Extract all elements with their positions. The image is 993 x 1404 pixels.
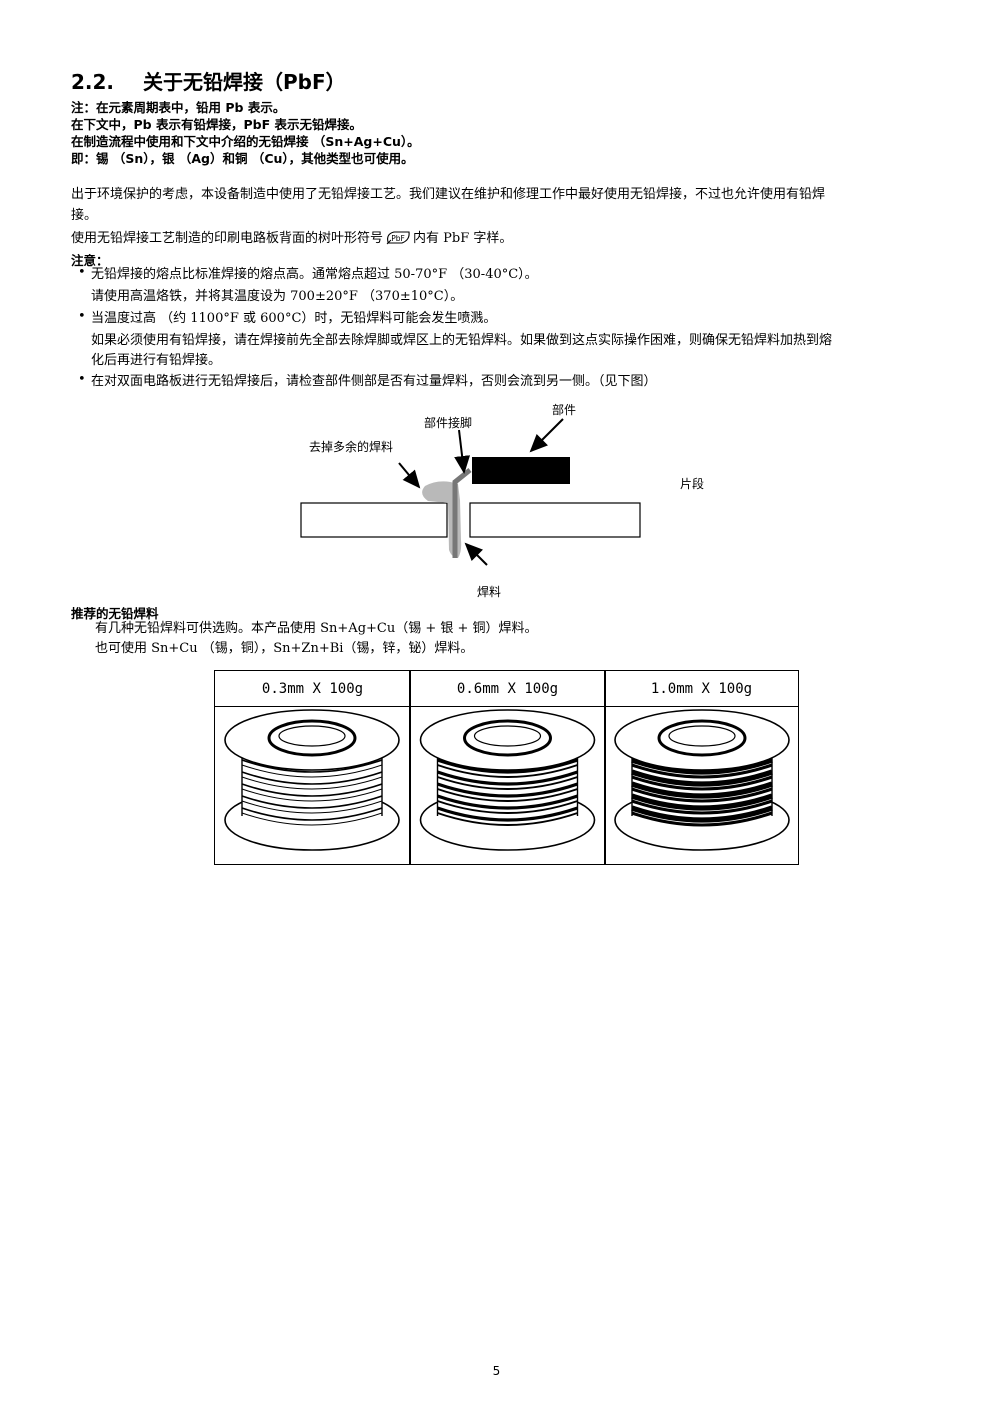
arrow-lead <box>454 429 471 474</box>
caution-item-3-line-1: 在对双面电路板进行无铅焊接后，请检查部件侧部是否有过量焊料，否则会流到另一侧。（… <box>91 374 657 389</box>
solder-wire-winding <box>436 770 579 786</box>
spool-cell <box>215 708 409 864</box>
spool-center-hole-inner <box>668 725 736 747</box>
caution-item-1-line-2: 请使用高温烙铁，并将其温度设为 700±20°F （370±10°C）。 <box>91 289 464 304</box>
solder-spool-table: 0.3mm X 100g 0.6mm X 100g 1.0mm X 100g <box>214 670 799 865</box>
arrow-component <box>529 418 564 453</box>
solder-wire-winding <box>241 783 383 797</box>
solder-wire-winding <box>437 800 578 814</box>
svg-text:PbF: PbF <box>391 234 405 243</box>
solder-wire-winding <box>241 812 383 826</box>
solder-wire-winding <box>241 788 383 802</box>
spool-cell <box>606 708 798 864</box>
section-title-text: 关于无铅焊接（PbF） <box>143 70 346 94</box>
caution-item-2-line-1: 当温度过高 （约 1100°F 或 600°C）时，无铅焊料可能会发生喷溅。 <box>91 311 497 326</box>
solder-spool-medium <box>419 709 596 851</box>
solder-wire-winding <box>631 787 773 803</box>
solder-wire-winding <box>631 811 773 827</box>
solder-wire-winding <box>436 758 579 774</box>
solder-wire-winding <box>241 807 383 821</box>
bullet-dot: • <box>78 372 86 387</box>
pcb-board-left <box>300 502 448 538</box>
label-segment: 片段 <box>680 477 705 491</box>
arrow-solder <box>464 542 488 566</box>
spool-center-hole-inner <box>473 725 542 747</box>
label-solder: 焊料 <box>477 585 502 599</box>
solder-wire-winding <box>631 769 773 787</box>
solder-wire-winding <box>241 771 383 785</box>
intro-line-1: 出于环境保护的考虑，本设备制造中使用了无铅焊接工艺。我们建议在维护和修理工作中最… <box>71 187 826 202</box>
caution-item-1-line-1: 无铅焊接的熔点比标准焊接的熔点高。通常熔点超过 50-70°F （30-40°C… <box>91 267 538 282</box>
note-line: 在下文中，Pb 表示有铅焊接，PbF 表示无铅焊接。 <box>71 117 362 132</box>
intro-line-2: 接。 <box>71 208 98 223</box>
note-line: 在制造流程中使用和下文中介绍的无铅焊接 （Sn+Ag+Cu）。 <box>71 134 420 149</box>
bullet-dot: • <box>78 309 86 324</box>
solder-wire-winding <box>437 788 578 802</box>
table-divider <box>604 671 606 864</box>
solder-wire-winding <box>241 800 383 814</box>
solder-spool-thick <box>614 709 790 851</box>
pcb-board-right <box>469 502 641 538</box>
solder-wire-winding <box>436 794 579 810</box>
solder-wire-winding <box>241 764 383 778</box>
solder-wire-winding <box>631 805 773 823</box>
spool-center-hole-inner <box>278 725 346 747</box>
component-body <box>472 457 570 484</box>
solder-wire-winding <box>631 793 773 811</box>
solder-wire-winding <box>436 806 579 822</box>
solder-diagram-graphic <box>300 418 641 566</box>
notes-block: 注：在元素周期表中，铅用 Pb 表示。 在下文中，Pb 表示有铅焊接，PbF 表… <box>71 99 420 167</box>
spool-header-cell: 1.0mm X 100g <box>605 671 798 707</box>
bullet-dot: • <box>78 265 86 280</box>
solder-wire-winding <box>631 799 773 815</box>
note-line: 即：锡 （Sn），银 （Ag）和铜 （Cu），其他类型也可使用。 <box>71 151 414 166</box>
spool-cell <box>411 708 604 864</box>
caution-heading: 注意： <box>71 253 109 268</box>
table-divider <box>409 671 411 864</box>
spool-header-cell: 0.3mm X 100g <box>215 671 410 707</box>
solder-wire-winding <box>241 795 383 809</box>
caution-item-2-line-3: 化后再进行有铅焊接。 <box>91 353 222 368</box>
recommended-line-2: 也可使用 Sn+Cu （锡，铜），Sn+Zn+Bi（锡，锌，铋）焊料。 <box>95 641 474 656</box>
solder-wire-winding <box>241 776 383 790</box>
note-line: 注：在元素周期表中，铅用 Pb 表示。 <box>71 100 286 115</box>
label-remove-excess: 去掉多余的焊料 <box>309 440 394 454</box>
solder-wire-winding <box>631 757 773 775</box>
solder-wire-winding <box>241 759 383 773</box>
recommended-line-1: 有几种无铅焊料可供选购。本产品使用 Sn+Ag+Cu（锡 + 银 + 铜）焊料。 <box>95 621 538 636</box>
spool-header-cell: 0.6mm X 100g <box>410 671 605 707</box>
solder-wire-winding <box>437 764 578 778</box>
label-lead: 部件接脚 <box>424 416 473 430</box>
pbf-leaf-icon: PbF <box>385 230 411 252</box>
label-component: 部件 <box>552 403 577 417</box>
solder-wire-winding <box>436 782 579 798</box>
solder-wire-winding <box>631 781 773 799</box>
section-number: 2.2. <box>71 70 115 94</box>
arrow-remove <box>398 462 421 489</box>
solder-wire-winding <box>631 775 773 791</box>
section-title: 2.2. 关于无铅焊接（PbF） <box>71 66 346 95</box>
solder-wire-winding <box>437 776 578 790</box>
solder-wire-winding <box>437 812 578 826</box>
page-number: 5 <box>492 1364 501 1378</box>
solder-spool-thin <box>224 709 400 851</box>
recommended-heading: 推荐的无铅焊料 <box>71 606 159 621</box>
caution-item-2-line-2: 如果必须使用有铅焊接，请在焊接前先全部去除焊脚或焊区上的无铅焊料。如果做到这点实… <box>91 333 833 348</box>
solder-wire-winding <box>631 763 773 779</box>
component-lead <box>452 468 472 558</box>
excess-solder <box>422 481 462 558</box>
